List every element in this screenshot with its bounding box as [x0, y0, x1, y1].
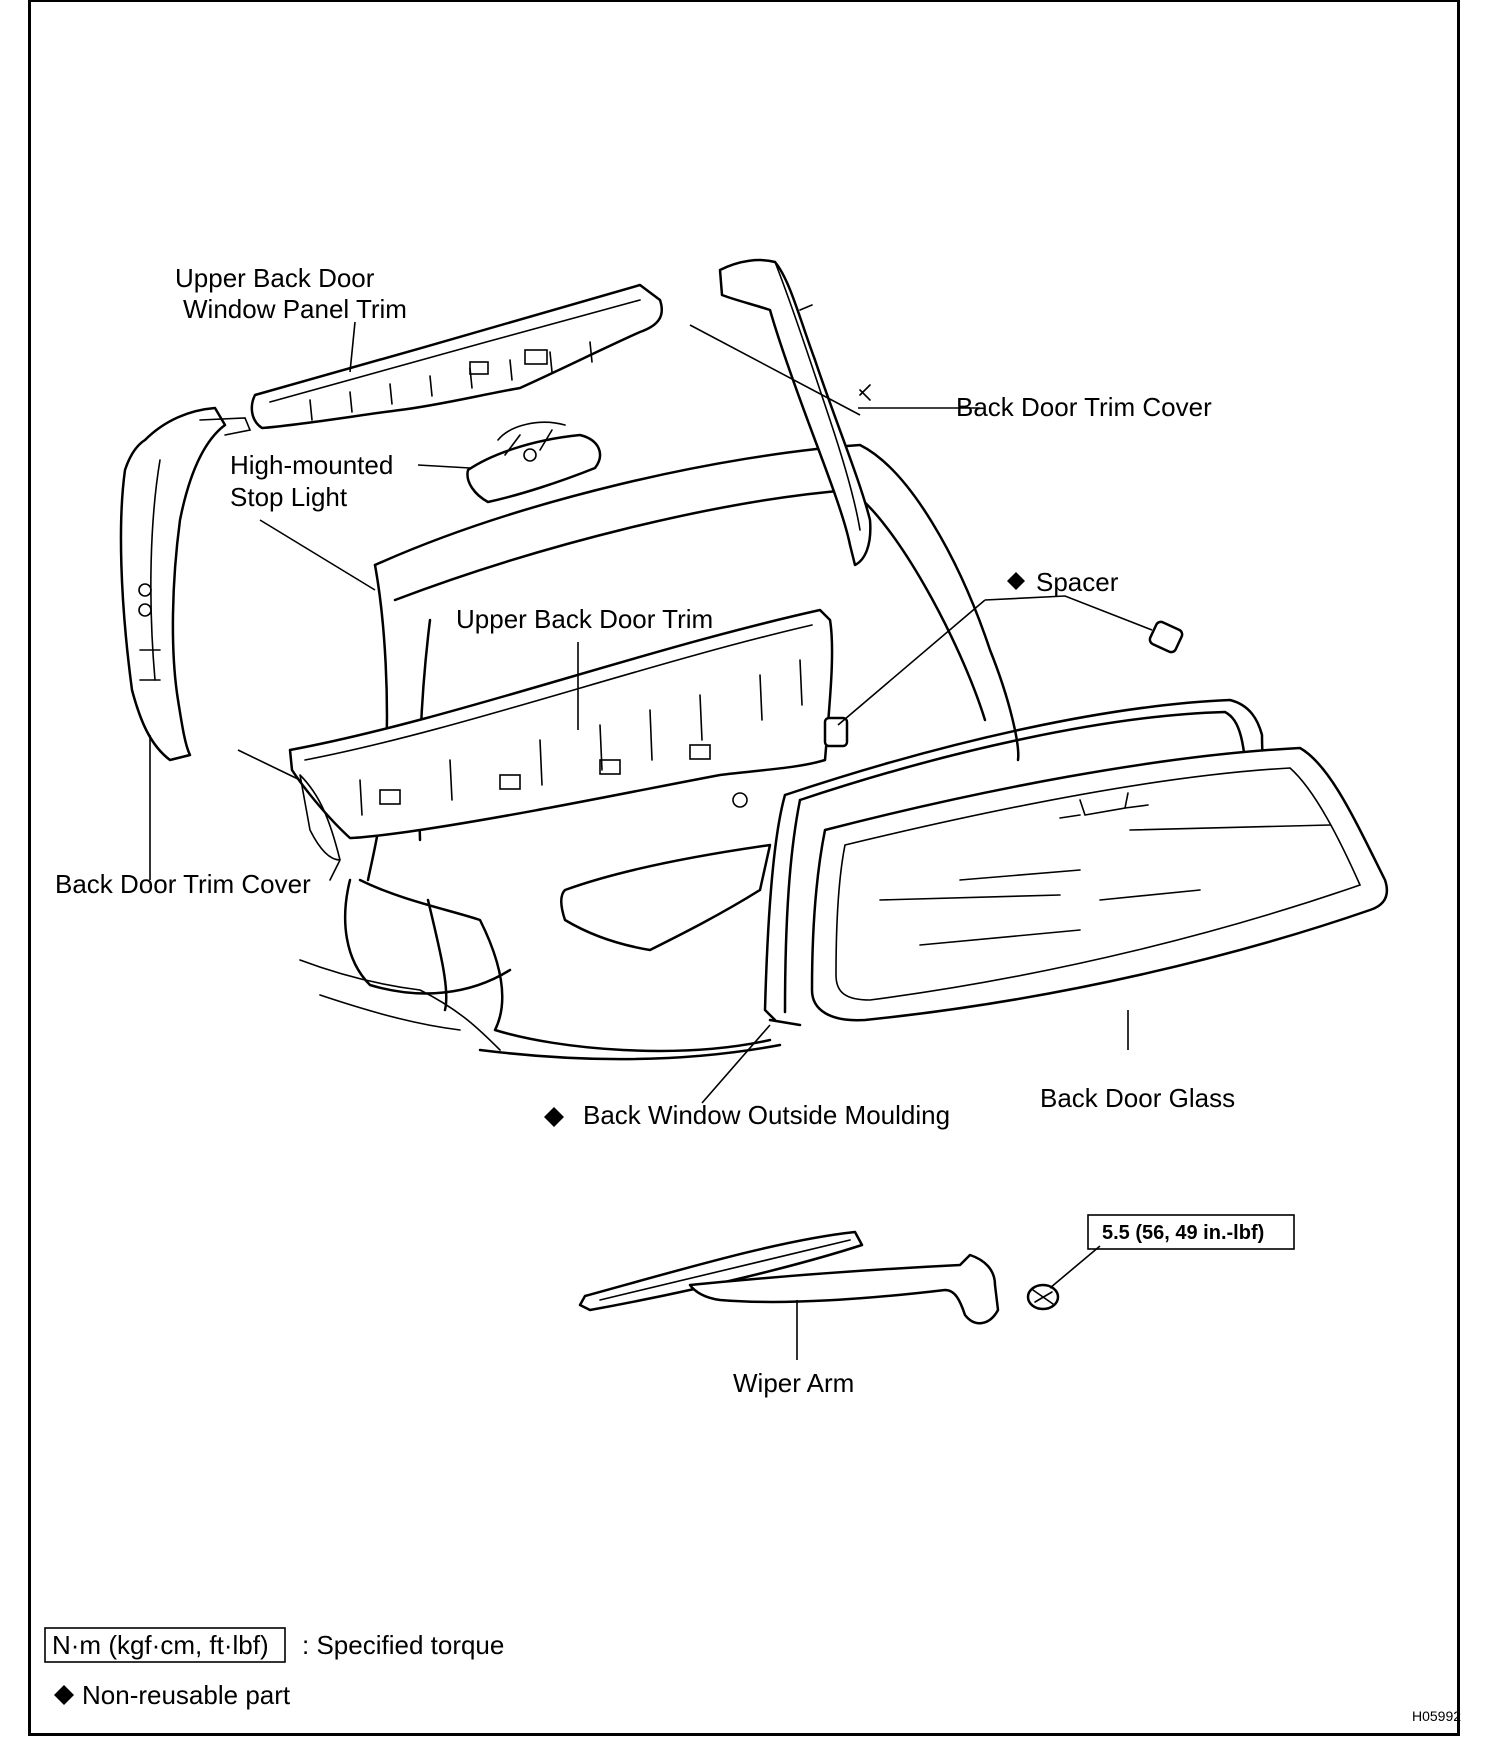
spacer-diamond-icon: [1007, 572, 1025, 590]
upper-back-door-trim-part: [288, 608, 834, 881]
diagram-frame: [28, 0, 1460, 1736]
spacer-label: Spacer: [1036, 567, 1119, 597]
legend-torque-units: N·m (kgf·cm, ft·lbf): [52, 1630, 269, 1660]
stop-light-label-2: Stop Light: [230, 482, 348, 512]
outside-moulding-label: Back Window Outside Moulding: [583, 1100, 950, 1130]
upper-panel-trim-label-2: Window Panel Trim: [183, 294, 407, 324]
upper-window-panel-trim-part: [250, 283, 664, 430]
back-door-glass-label: Back Door Glass: [1040, 1083, 1235, 1113]
trim-cover-left-part: [119, 406, 252, 762]
wiper-arm-label: Wiper Arm: [733, 1368, 854, 1398]
legend-torque-text: : Specified torque: [302, 1630, 504, 1660]
trim-cover-right-label: Back Door Trim Cover: [956, 392, 1212, 422]
trim-cover-right-part: [718, 258, 872, 567]
moulding-diamond-icon: [544, 1107, 564, 1127]
stop-light-label-1: High-mounted: [230, 450, 393, 480]
upper-panel-trim-label-1: Upper Back Door: [175, 263, 375, 293]
legend-diamond-icon: [54, 1685, 74, 1705]
trim-cover-left-label: Back Door Trim Cover: [55, 869, 311, 899]
figure-id: H05992: [1412, 1708, 1461, 1724]
wiper-arm-part: [578, 1230, 1060, 1325]
legend-nonreusable-text: Non-reusable part: [82, 1680, 291, 1710]
upper-back-door-trim-label: Upper Back Door Trim: [456, 604, 713, 634]
back-door-glass-part: [810, 746, 1389, 1022]
torque-value-box: [1087, 1214, 1295, 1250]
leader-lines: [149, 321, 1153, 1360]
torque-value-label: 5.5 (56, 49 in.-lbf): [1102, 1222, 1264, 1244]
stop-light-part: [466, 421, 602, 504]
spacer-part: [823, 620, 1184, 748]
legend-torque-box: [44, 1627, 286, 1663]
